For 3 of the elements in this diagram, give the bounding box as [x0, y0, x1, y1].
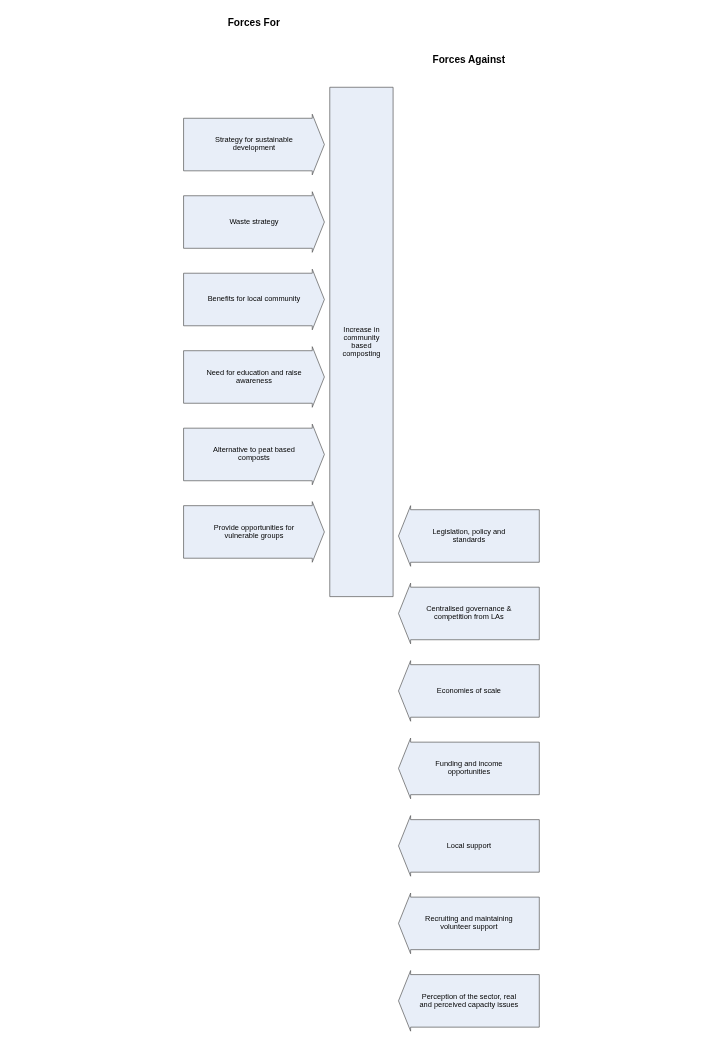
- label: Forces For: [227, 16, 280, 28]
- node-box: Increase in community based composting: [329, 86, 394, 597]
- label: Forces Against: [432, 54, 506, 66]
